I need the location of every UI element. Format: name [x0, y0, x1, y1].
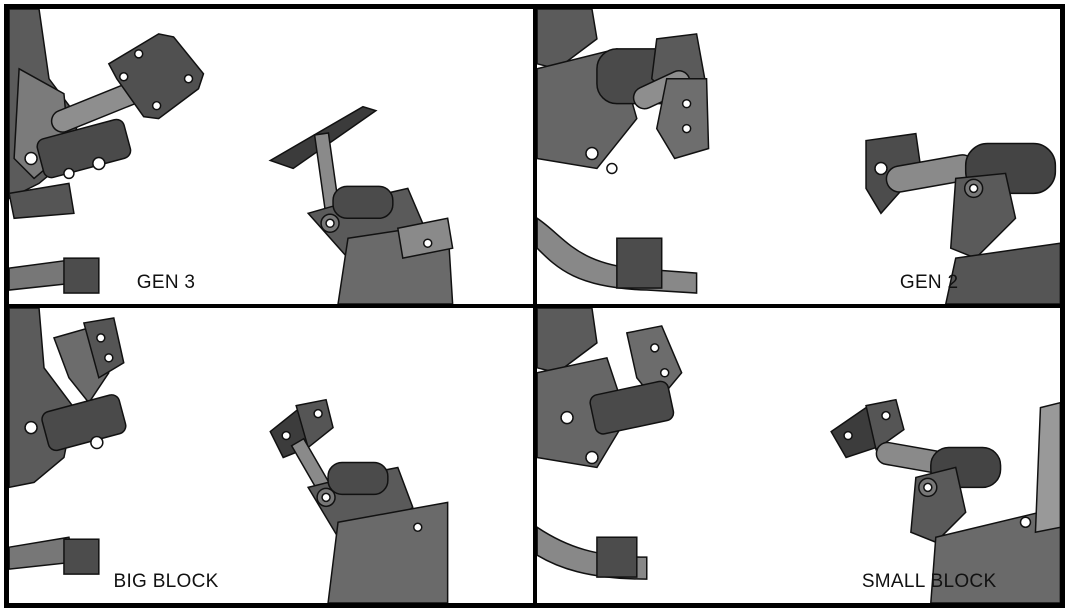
big-block-mount-illustration — [9, 308, 449, 603]
gen2-mount-illustration — [536, 9, 1060, 304]
figure-frame: GEN 3 — [4, 4, 1065, 608]
panel-gen2: GEN 2 — [536, 9, 1060, 304]
panel-label: SMALL BLOCK — [861, 571, 997, 592]
gen3-mount-illustration — [9, 9, 454, 304]
panel-label: GEN 3 — [136, 272, 196, 293]
panel-big-block: BIG BLOCK — [9, 308, 533, 603]
small-block-mount-illustration — [536, 308, 1060, 603]
panel-gen3: GEN 3 — [9, 9, 533, 304]
panel-grid: GEN 3 — [9, 9, 1060, 603]
panel-label: GEN 2 — [899, 272, 959, 293]
panel-label: BIG BLOCK — [113, 571, 219, 592]
panel-small-block: SMALL BLOCK — [536, 308, 1060, 603]
